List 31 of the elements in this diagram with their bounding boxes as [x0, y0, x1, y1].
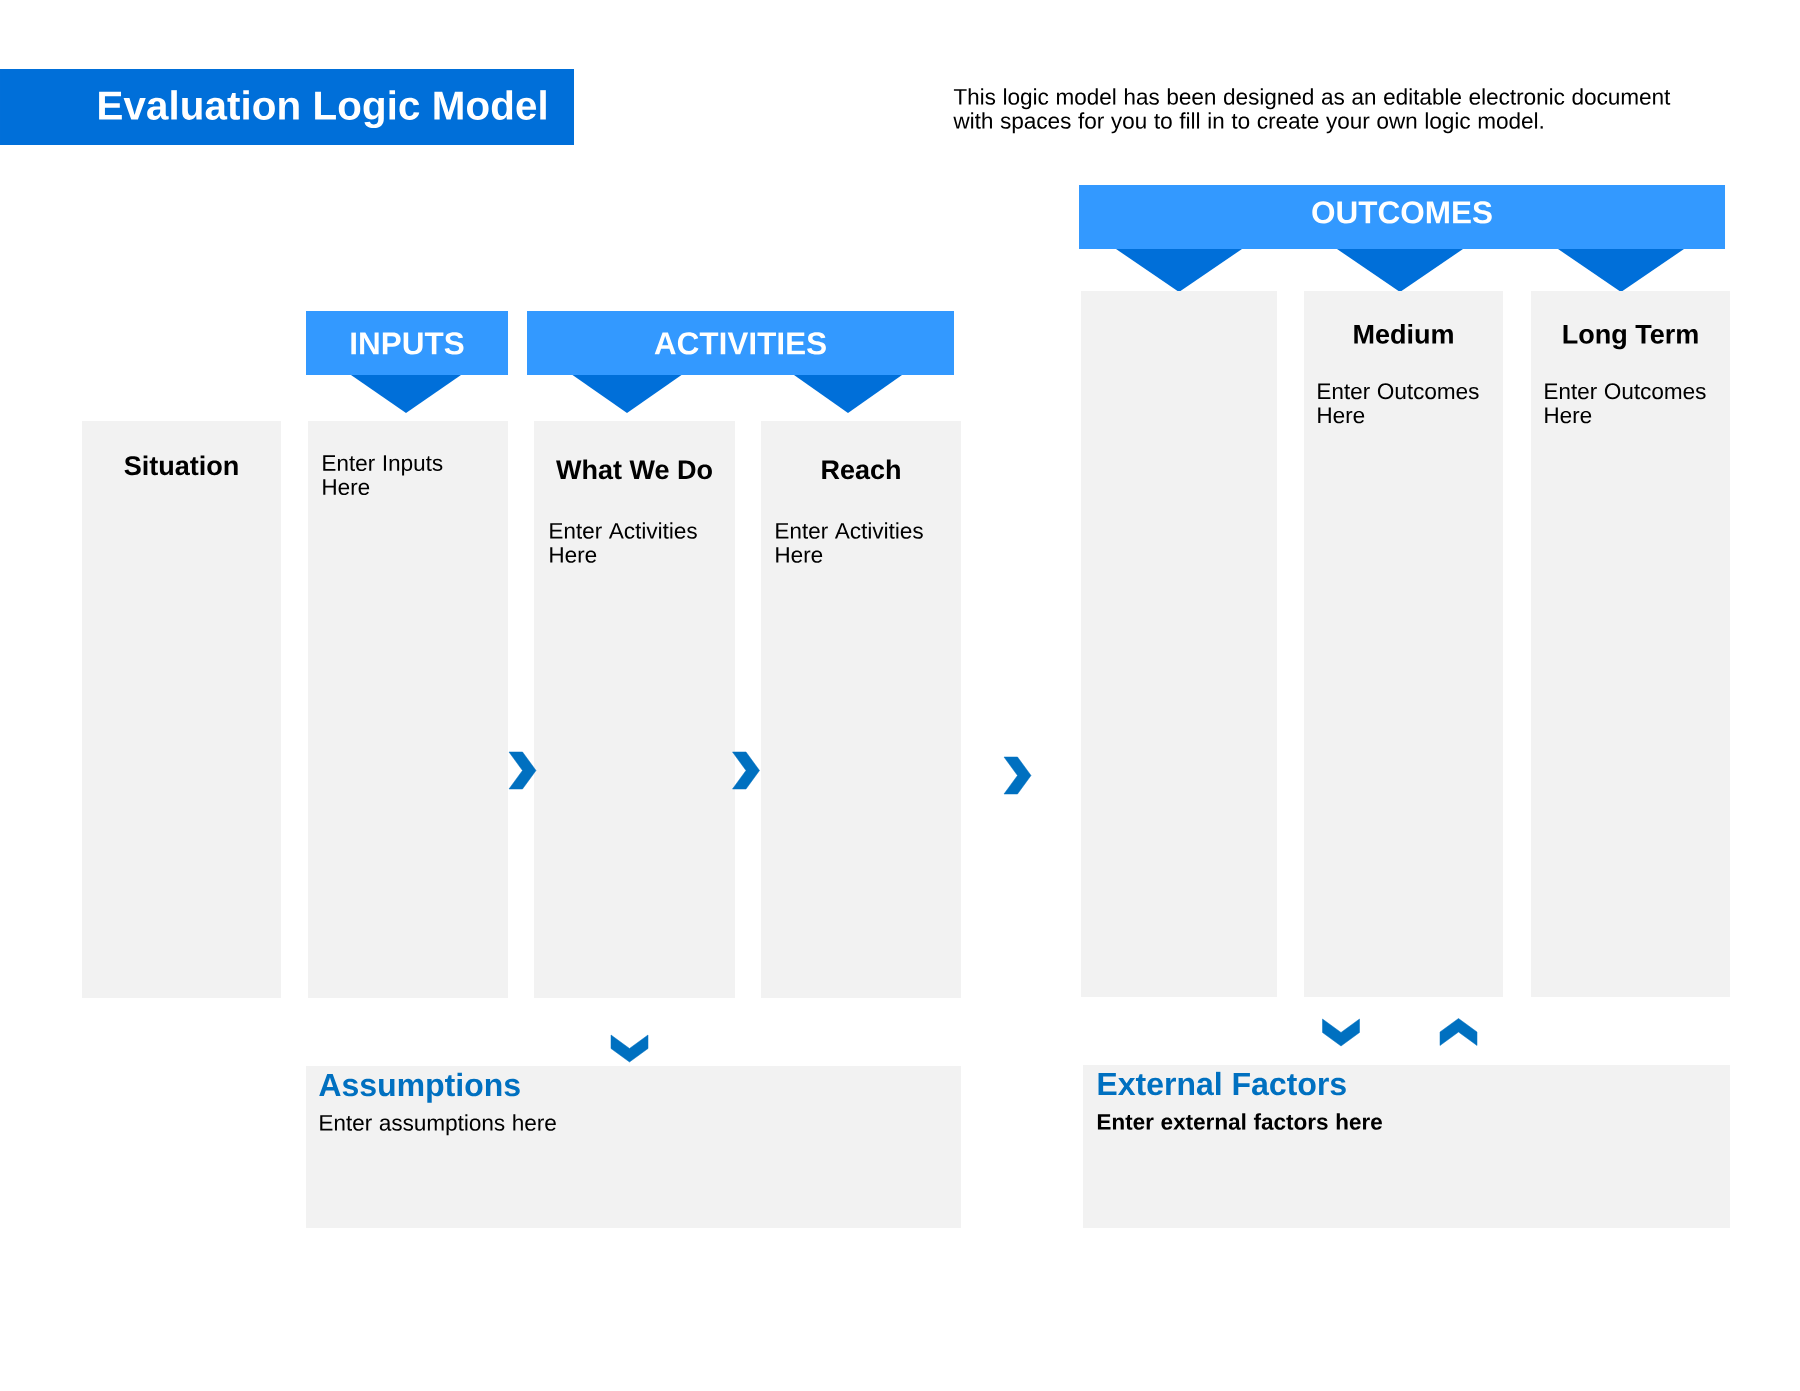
- chevron-arrow: [610, 1034, 649, 1063]
- column-heading: Long Term: [1563, 324, 1698, 350]
- header-banner: INPUTS: [306, 311, 508, 413]
- column-heading: Medium: [1354, 323, 1453, 344]
- title-banner: Evaluation Logic Model: [0, 69, 574, 145]
- header-banner: OUTCOMES: [1079, 185, 1725, 292]
- header-banner: ACTIVITIES: [527, 311, 954, 413]
- column-box: [308, 421, 508, 998]
- chevron-arrow: [1439, 1018, 1478, 1046]
- placeholder-text: Enter Outcomes Here: [1318, 383, 1479, 424]
- placeholder-text: Enter assumptions here: [320, 1114, 556, 1136]
- column-heading: What We Do: [556, 459, 712, 480]
- placeholder-text: Enter Inputs Here: [323, 455, 443, 495]
- placeholder-text: Enter external factors here: [1097, 1113, 1382, 1130]
- column-box: [1304, 291, 1503, 997]
- chevron-arrow: [1322, 1018, 1360, 1047]
- section-heading: External Factors: [1098, 1071, 1346, 1096]
- column-heading: Situation: [124, 455, 238, 476]
- column-box: [1531, 291, 1730, 997]
- column-box: [761, 421, 961, 998]
- column-box: [1081, 291, 1277, 997]
- placeholder-text: Enter Activities Here: [550, 522, 697, 563]
- column-box: [534, 421, 735, 998]
- chevron-arrow: [1003, 756, 1032, 795]
- description-text: This logic model has been designed as an editable electronic document with spaces for you to fill in to create your own logic model.: [953, 88, 1671, 134]
- column-heading: Reach: [822, 459, 900, 480]
- placeholder-text: Enter Outcomes Here: [1545, 383, 1706, 424]
- section-heading: Assumptions: [319, 1072, 520, 1103]
- placeholder-text: Enter Activities Here: [776, 522, 923, 563]
- chevron-arrow: [732, 751, 760, 790]
- chevron-arrow: [508, 751, 537, 790]
